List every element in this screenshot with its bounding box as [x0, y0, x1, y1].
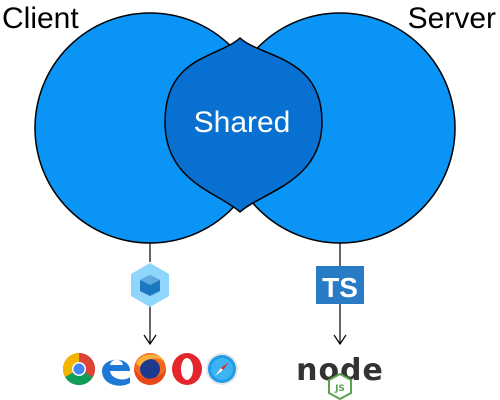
client-arrow-head — [143, 334, 157, 346]
typescript-icon: TS — [316, 266, 364, 304]
ts-badge-text: TS — [322, 272, 358, 303]
nodejs-icon: node JS — [296, 353, 383, 400]
edge-icon — [102, 359, 130, 386]
safari-icon — [206, 353, 238, 385]
opera-icon — [172, 353, 202, 385]
chrome-icon — [62, 352, 96, 386]
client-label: Client — [2, 2, 79, 35]
shared-overlap — [164, 36, 323, 214]
server-arrow-head — [333, 334, 347, 346]
server-label: Server — [407, 2, 496, 35]
shared-label: Shared — [194, 106, 291, 139]
node-badge-letter: JS — [334, 384, 345, 394]
webpack-icon — [131, 263, 169, 307]
firefox-icon — [134, 353, 166, 385]
